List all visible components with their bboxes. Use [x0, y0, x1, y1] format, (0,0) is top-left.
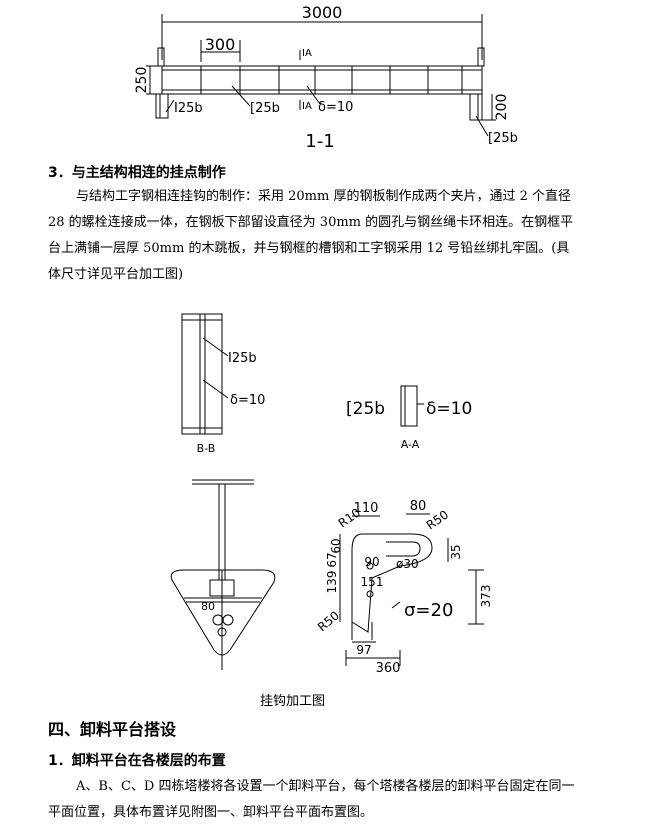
section-bb-aa-drawing: I25b δ=10 B-B [25b δ=10 A-A — [181, 313, 472, 455]
dim-35: 35 — [449, 544, 463, 559]
section-mark-bottom: IA — [302, 101, 312, 112]
dim-250: 250 — [134, 67, 150, 94]
section3-paragraph: 与结构工字钢相连挂钩的制作：采用 20mm 厚的钢板制作成两个夹片，通过 2 个… — [48, 184, 613, 288]
section-mark-top: IA — [302, 48, 312, 59]
bb-label-i25b: I25b — [228, 351, 257, 366]
dim-110: 110 — [354, 501, 379, 516]
dim-151: 151 — [361, 575, 384, 589]
aa-title: A-A — [401, 438, 420, 451]
section4-paragraph: A、B、C、D 四栋塔楼将各设置一个卸料平台，每个塔楼各楼层的卸料平台固定在同一… — [48, 774, 613, 826]
hole-phi30: ø30 — [396, 557, 419, 571]
bb-title: B-B — [197, 442, 216, 455]
dim-300: 300 — [205, 35, 236, 54]
section4-line-1: A、B、C、D 四栋塔楼将各设置一个卸料平台，每个塔楼各楼层的卸料平台固定在同一 — [76, 779, 575, 794]
dim-60: 60 — [329, 538, 343, 553]
aa-label-c25b: [25b — [346, 399, 385, 419]
section-heading-platform-erection: 四、卸料平台搭设 — [48, 720, 177, 739]
aa-label-delta: δ=10 — [426, 399, 472, 419]
bb-label-delta: δ=10 — [230, 393, 265, 408]
plate-thickness-sigma: σ=20 — [404, 600, 453, 621]
hook-fabrication-drawing: 80 110 80 R10 R50 60 90 35 ø30 139 67 15… — [170, 479, 493, 676]
figure-caption-hook: 挂钩加工图 — [260, 694, 326, 709]
dim-90: 90 — [364, 555, 379, 569]
dim-80: 80 — [410, 499, 427, 514]
radius-r50-bottom: R50 — [315, 608, 342, 634]
section3-line-1: 与结构工字钢相连挂钩的制作：采用 20mm 厚的钢板制作成两个夹片，通过 2 个… — [76, 189, 571, 204]
section-title-1-1: 1-1 — [305, 131, 334, 152]
dim-67: 67 — [325, 552, 339, 567]
platform-elevation-drawing: 3000 300 IA IA 250 200 I25b [25b δ=10 [2… — [134, 3, 518, 152]
section3-line-2: 28 的螺栓连接成一体，在钢板下部留设直径为 30mm 的圆孔与钢丝绳卡环相连。… — [48, 215, 574, 230]
dim-360: 360 — [376, 661, 401, 676]
section3-line-4: 体尺寸详见平台加工图) — [48, 267, 184, 282]
label-delta-10: δ=10 — [318, 100, 353, 115]
dim-200: 200 — [494, 94, 510, 121]
dim-3000: 3000 — [302, 3, 343, 22]
dim-373: 373 — [479, 585, 493, 608]
radius-r50-top: R50 — [424, 507, 451, 532]
section-heading-hook-fabrication: 3．与主结构相连的挂点制作 — [48, 165, 226, 181]
subsection-heading-floor-layout: 1．卸料平台在各楼层的布置 — [48, 753, 226, 769]
section4-line-2: 平面位置，具体布置详见附图一、卸料平台平面布置图。 — [48, 805, 374, 820]
dim-97: 97 — [356, 643, 371, 657]
label-c25b-right: [25b — [488, 131, 518, 146]
dim-139: 139 — [325, 571, 339, 594]
section3-line-3: 台上满铺一层厚 50mm 的木跳板，并与钢框的槽钢和工字钢采用 12 号铅丝绑扎… — [48, 241, 570, 256]
label-i25b: I25b — [174, 101, 203, 116]
hook-bolt-label: 80 — [201, 600, 215, 613]
label-c25b-mid: [25b — [250, 101, 280, 116]
